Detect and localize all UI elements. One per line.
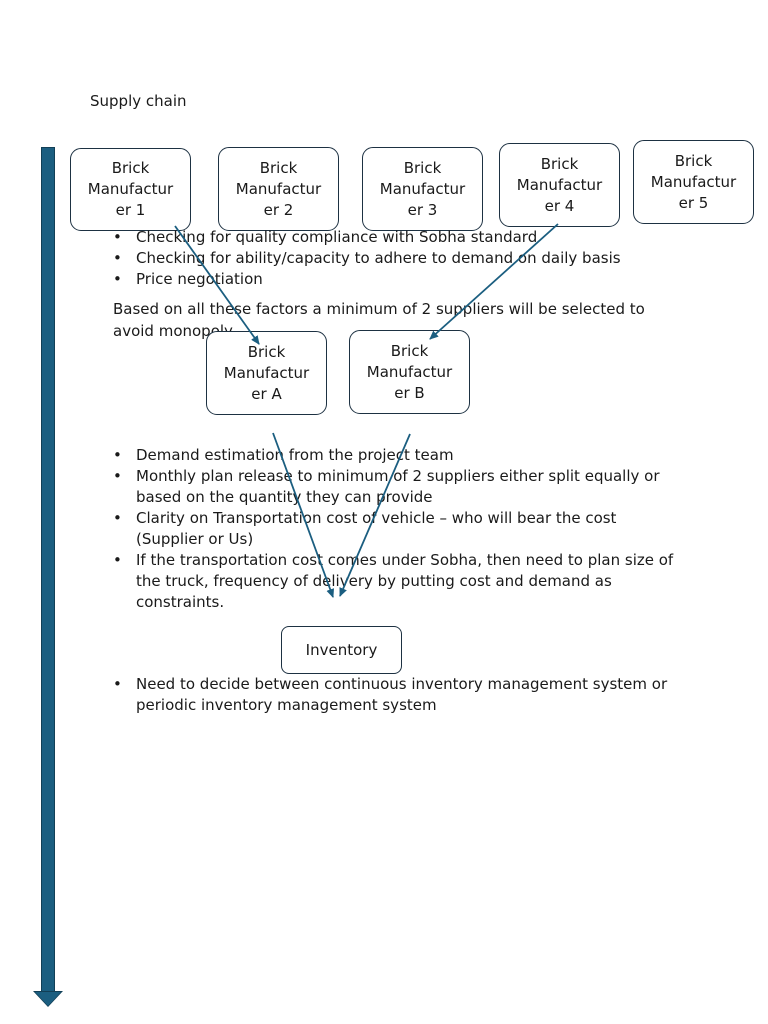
criteria-item: Checking for quality compliance with Sob… — [113, 227, 673, 248]
supplier-node-3-line3: er 3 — [407, 200, 438, 219]
supplier-node-1: Brick Manufactur er 1 — [70, 148, 191, 231]
inventory-node: Inventory — [281, 626, 402, 674]
inventory-label: Inventory — [305, 640, 378, 659]
selected-supplier-node-b-line3: er B — [394, 383, 425, 402]
connector-arrow-a-to-inventory — [272, 432, 335, 598]
selected-supplier-node-b-line1: Brick — [390, 341, 429, 360]
supplier-node-4-line3: er 4 — [544, 196, 575, 215]
selected-supplier-node-a: Brick Manufactur er A — [206, 331, 327, 415]
selected-supplier-node-a-line1: Brick — [247, 342, 286, 361]
inventory-points-list: Need to decide between continuous invent… — [113, 674, 688, 716]
selected-supplier-node-b: Brick Manufactur er B — [349, 330, 470, 414]
supplier-node-1-line3: er 1 — [115, 201, 146, 219]
connector-arrow-supplier4-to-b — [429, 223, 559, 340]
planning-item: If the transportation cost comes under S… — [113, 550, 688, 613]
selected-supplier-node-a-line2: Manufactur — [223, 363, 310, 382]
supplier-node-3-line2: Manufactur — [379, 179, 466, 198]
selection-note: Based on all these factors a minimum of … — [113, 300, 645, 340]
planning-item: Demand estimation from the project team — [113, 445, 688, 466]
supplier-node-5: Brick Manufactur er 5 — [633, 140, 754, 224]
planning-points-list: Demand estimation from the project team … — [113, 445, 688, 613]
selection-criteria-list: Checking for quality compliance with Sob… — [113, 227, 673, 290]
selected-supplier-node-b-line2: Manufactur — [366, 362, 453, 381]
selected-supplier-node-a-line3: er A — [251, 384, 282, 403]
inventory-item: Need to decide between continuous invent… — [113, 674, 688, 716]
supplier-node-2-line1: Brick — [259, 158, 298, 177]
supplier-node-4: Brick Manufactur er 4 — [499, 143, 620, 227]
planning-item: Clarity on Transportation cost of vehicl… — [113, 508, 688, 550]
supplier-node-2-line2: Manufactur — [235, 179, 322, 198]
criteria-item: Checking for ability/capacity to adhere … — [113, 248, 673, 269]
supplier-node-5-line3: er 5 — [678, 193, 709, 212]
supplier-node-2: Brick Manufactur er 2 — [218, 147, 339, 231]
supplier-node-1-line2: Manufactur — [87, 180, 174, 198]
timeline-arrow-head-fill — [35, 992, 61, 1006]
criteria-item: Price negotiation — [113, 269, 673, 290]
connector-arrow-b-to-inventory — [339, 433, 411, 597]
connector-arrow-supplier1-to-a — [174, 225, 260, 345]
supplier-node-5-line2: Manufactur — [650, 172, 737, 191]
supplier-node-5-line1: Brick — [674, 151, 713, 170]
planning-item: Monthly plan release to minimum of 2 sup… — [113, 466, 688, 508]
supplier-node-2-line3: er 2 — [263, 200, 294, 219]
page-title: Supply chain — [90, 92, 187, 110]
supplier-node-4-line2: Manufactur — [516, 175, 603, 194]
supplier-node-3-line1: Brick — [403, 158, 442, 177]
supplier-node-1-line1: Brick — [111, 159, 150, 177]
supplier-node-4-line1: Brick — [540, 154, 579, 173]
